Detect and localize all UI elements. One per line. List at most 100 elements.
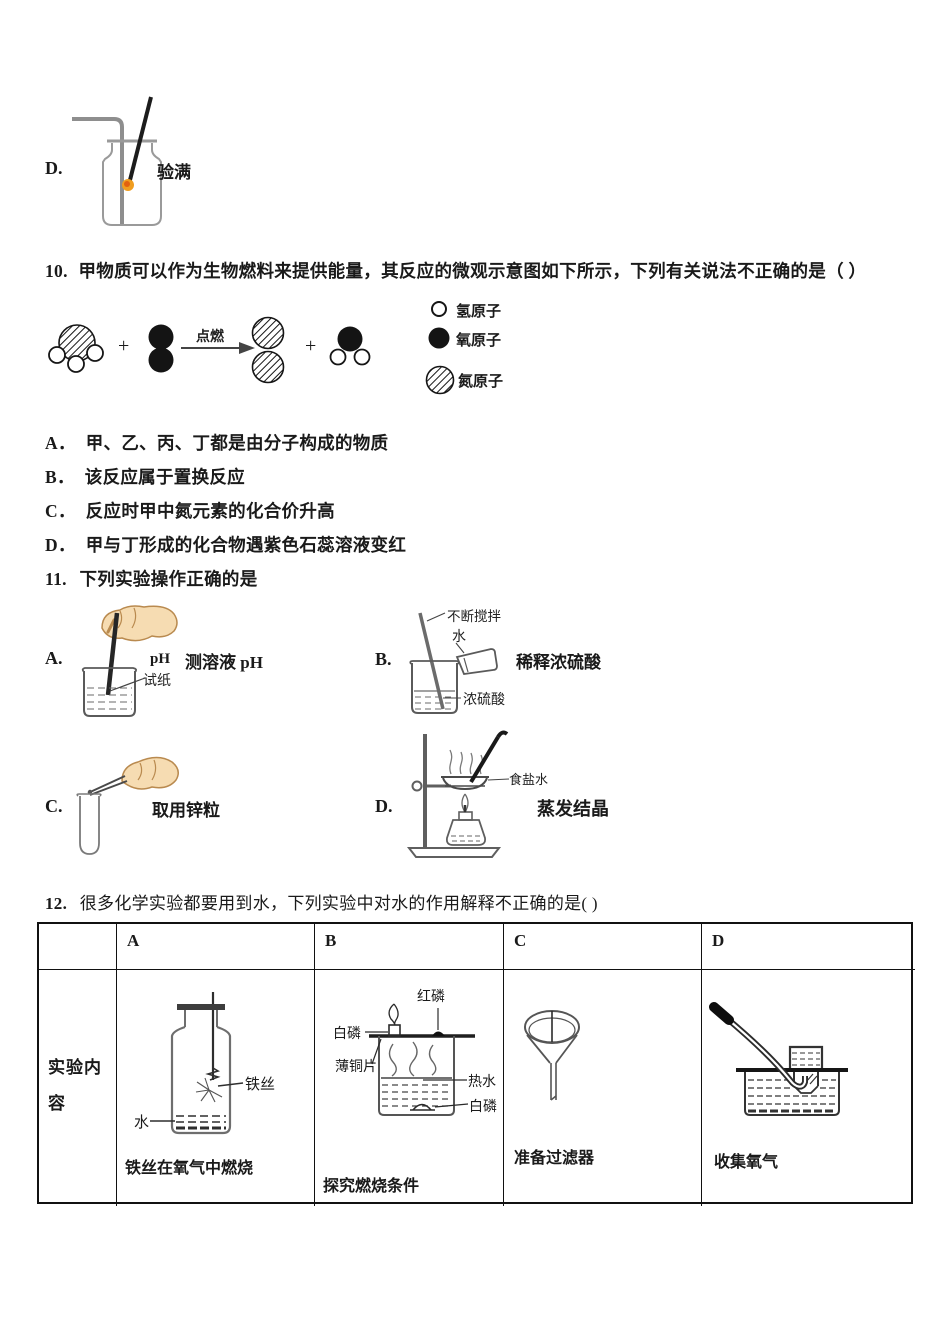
nitrogen-atom-icon	[425, 365, 455, 395]
sparks	[195, 1077, 223, 1103]
reaction-arrow	[181, 342, 255, 354]
cell-b-caption: 探究燃烧条件	[323, 1178, 420, 1195]
glowing-splint	[127, 96, 153, 185]
nitrogen-molecule	[251, 316, 285, 384]
table-cell-a: 铁丝 水 铁丝在氧气中燃烧	[117, 970, 315, 1206]
red-phosphorus	[432, 1031, 445, 1036]
legend-label-oxygen: 氧原子	[456, 333, 502, 349]
test-tube	[79, 796, 100, 855]
stir-label: 不断搅拌	[447, 609, 501, 624]
brine-label: 食盐水	[509, 772, 549, 787]
water-trough	[744, 1072, 840, 1116]
table-header-d: D	[702, 924, 915, 970]
water-label: 水	[452, 630, 466, 645]
funnel-diagram	[524, 1010, 580, 1101]
q11-a-key: A.	[45, 648, 63, 668]
gas-bottle	[170, 1025, 232, 1135]
iron-stand-base	[406, 847, 502, 858]
plus-sign: +	[118, 335, 130, 357]
q11-text: 下列实验操作正确的是	[79, 569, 258, 589]
reaction-micro-diagram	[48, 301, 455, 395]
hand	[121, 756, 179, 790]
top-d-key: D.	[45, 158, 63, 178]
combustion-condition-diagram	[365, 1003, 475, 1116]
q11-c-caption: 取用锌粒	[152, 801, 220, 820]
iron-wire-diagram	[150, 992, 244, 1135]
dilute-acid-diagram	[409, 612, 498, 714]
water-molecule	[329, 326, 371, 366]
ignite-label: 点燃	[196, 330, 224, 345]
hot-water-label: 热水	[468, 1075, 496, 1090]
white-phosphorus-underwater	[412, 1103, 432, 1111]
q10-text: 甲物质可以作为生物燃料来提供能量，其反应的微观示意图如下所示，下列有关说法不正确…	[78, 261, 867, 281]
q11-d-caption: 蒸发结晶	[537, 799, 609, 819]
option-key: D．	[45, 535, 76, 555]
ph-paper-strip	[105, 612, 120, 696]
q12-number: 12.	[45, 894, 68, 913]
q10-option-d: D． 甲与丁形成的化合物遇紫色石蕊溶液变红	[45, 532, 406, 557]
cell-d-caption: 收集氧气	[714, 1154, 779, 1171]
q11-b-key: B.	[375, 649, 392, 669]
q10-option-c: C．反应时甲中氮元素的化合价升高	[45, 498, 335, 523]
tube-connector	[709, 1002, 734, 1025]
bottle-mouth	[793, 1085, 819, 1094]
q11-a-caption: 测溶液 pH	[185, 653, 263, 672]
q12-question: 12. 很多化学实验都要用到水，下列实验中对水的作用解释不正确的是( )	[45, 889, 598, 914]
glass-rod	[469, 735, 500, 784]
copper-sheet-label: 薄铜片	[335, 1060, 377, 1075]
water-label: 水	[134, 1115, 150, 1131]
q10-option-a: A．甲、乙、丙、丁都是由分子构成的物质	[45, 430, 388, 455]
oxygen-molecule	[148, 324, 174, 373]
collection-bottle	[788, 1045, 824, 1068]
option-text: 反应时甲中氮元素的化合价升高	[85, 501, 335, 521]
evaporation-diagram	[406, 730, 510, 858]
steam-wisps	[449, 749, 483, 775]
water-layer	[176, 1115, 226, 1130]
table-cell-b: 红磷 白磷 薄铜片 热水 白磷 探究燃烧条件	[315, 970, 504, 1206]
oxygen-atom-icon	[428, 327, 450, 349]
tweezers	[87, 775, 126, 794]
acid-label: 浓硫酸	[463, 693, 505, 708]
evaporating-dish	[442, 777, 488, 791]
beaker	[378, 1036, 455, 1116]
option-text: 甲与丁形成的化合物遇紫色石蕊溶液变红	[85, 535, 407, 555]
q10-option-b: B． 该反应属于置换反应	[45, 464, 245, 489]
ammonia-molecule	[48, 324, 104, 373]
legend-label-nitrogen: 氮原子	[458, 374, 504, 390]
q11-c-key: C.	[45, 796, 63, 816]
table-cell-c: 准备过滤器	[504, 970, 702, 1206]
plus-sign: +	[305, 335, 317, 357]
zinc-granule	[87, 789, 93, 795]
gas-bottle-diagram	[72, 96, 162, 226]
q11-number: 11.	[45, 569, 67, 589]
option-key: B．	[45, 467, 75, 487]
water	[748, 1079, 836, 1113]
label-leaders	[365, 1008, 469, 1108]
row-header-experiment-content: 实验内容	[39, 970, 117, 1206]
q11-b-caption: 稀释浓硫酸	[516, 653, 601, 672]
red-phosphorus-label: 红磷	[417, 990, 445, 1005]
option-text: 该反应属于置换反应	[84, 467, 245, 487]
cell-a-caption: 铁丝在氧气中燃烧	[125, 1160, 254, 1177]
steam-wisps	[388, 1041, 437, 1077]
flame	[388, 1003, 399, 1026]
legend-label-hydrogen: 氢原子	[456, 304, 502, 320]
label-leader	[109, 677, 146, 692]
collecting-bottle	[102, 143, 162, 226]
table-cell-d: 收集氧气	[702, 970, 915, 1206]
hot-water	[382, 1084, 451, 1107]
table-header-c: C	[504, 924, 702, 970]
q10-question: 10. 甲物质可以作为生物燃料来提供能量，其反应的微观示意图如下所示，下列有关说…	[45, 258, 866, 283]
table-header-a: A	[117, 924, 315, 970]
ph-label: pH	[150, 651, 171, 667]
ph-paper-label: 试纸	[143, 674, 171, 689]
bottle-lid	[177, 1004, 225, 1010]
alcohol-lamp	[445, 819, 487, 846]
white-phosphorus-label: 白磷	[333, 1027, 361, 1042]
experiment-table: A B C D 实验内容	[37, 922, 915, 1206]
q11-question: 11. 下列实验操作正确的是	[45, 566, 258, 591]
beaker	[83, 671, 136, 717]
q10-number: 10.	[45, 261, 68, 281]
pouring-cup	[455, 648, 498, 675]
